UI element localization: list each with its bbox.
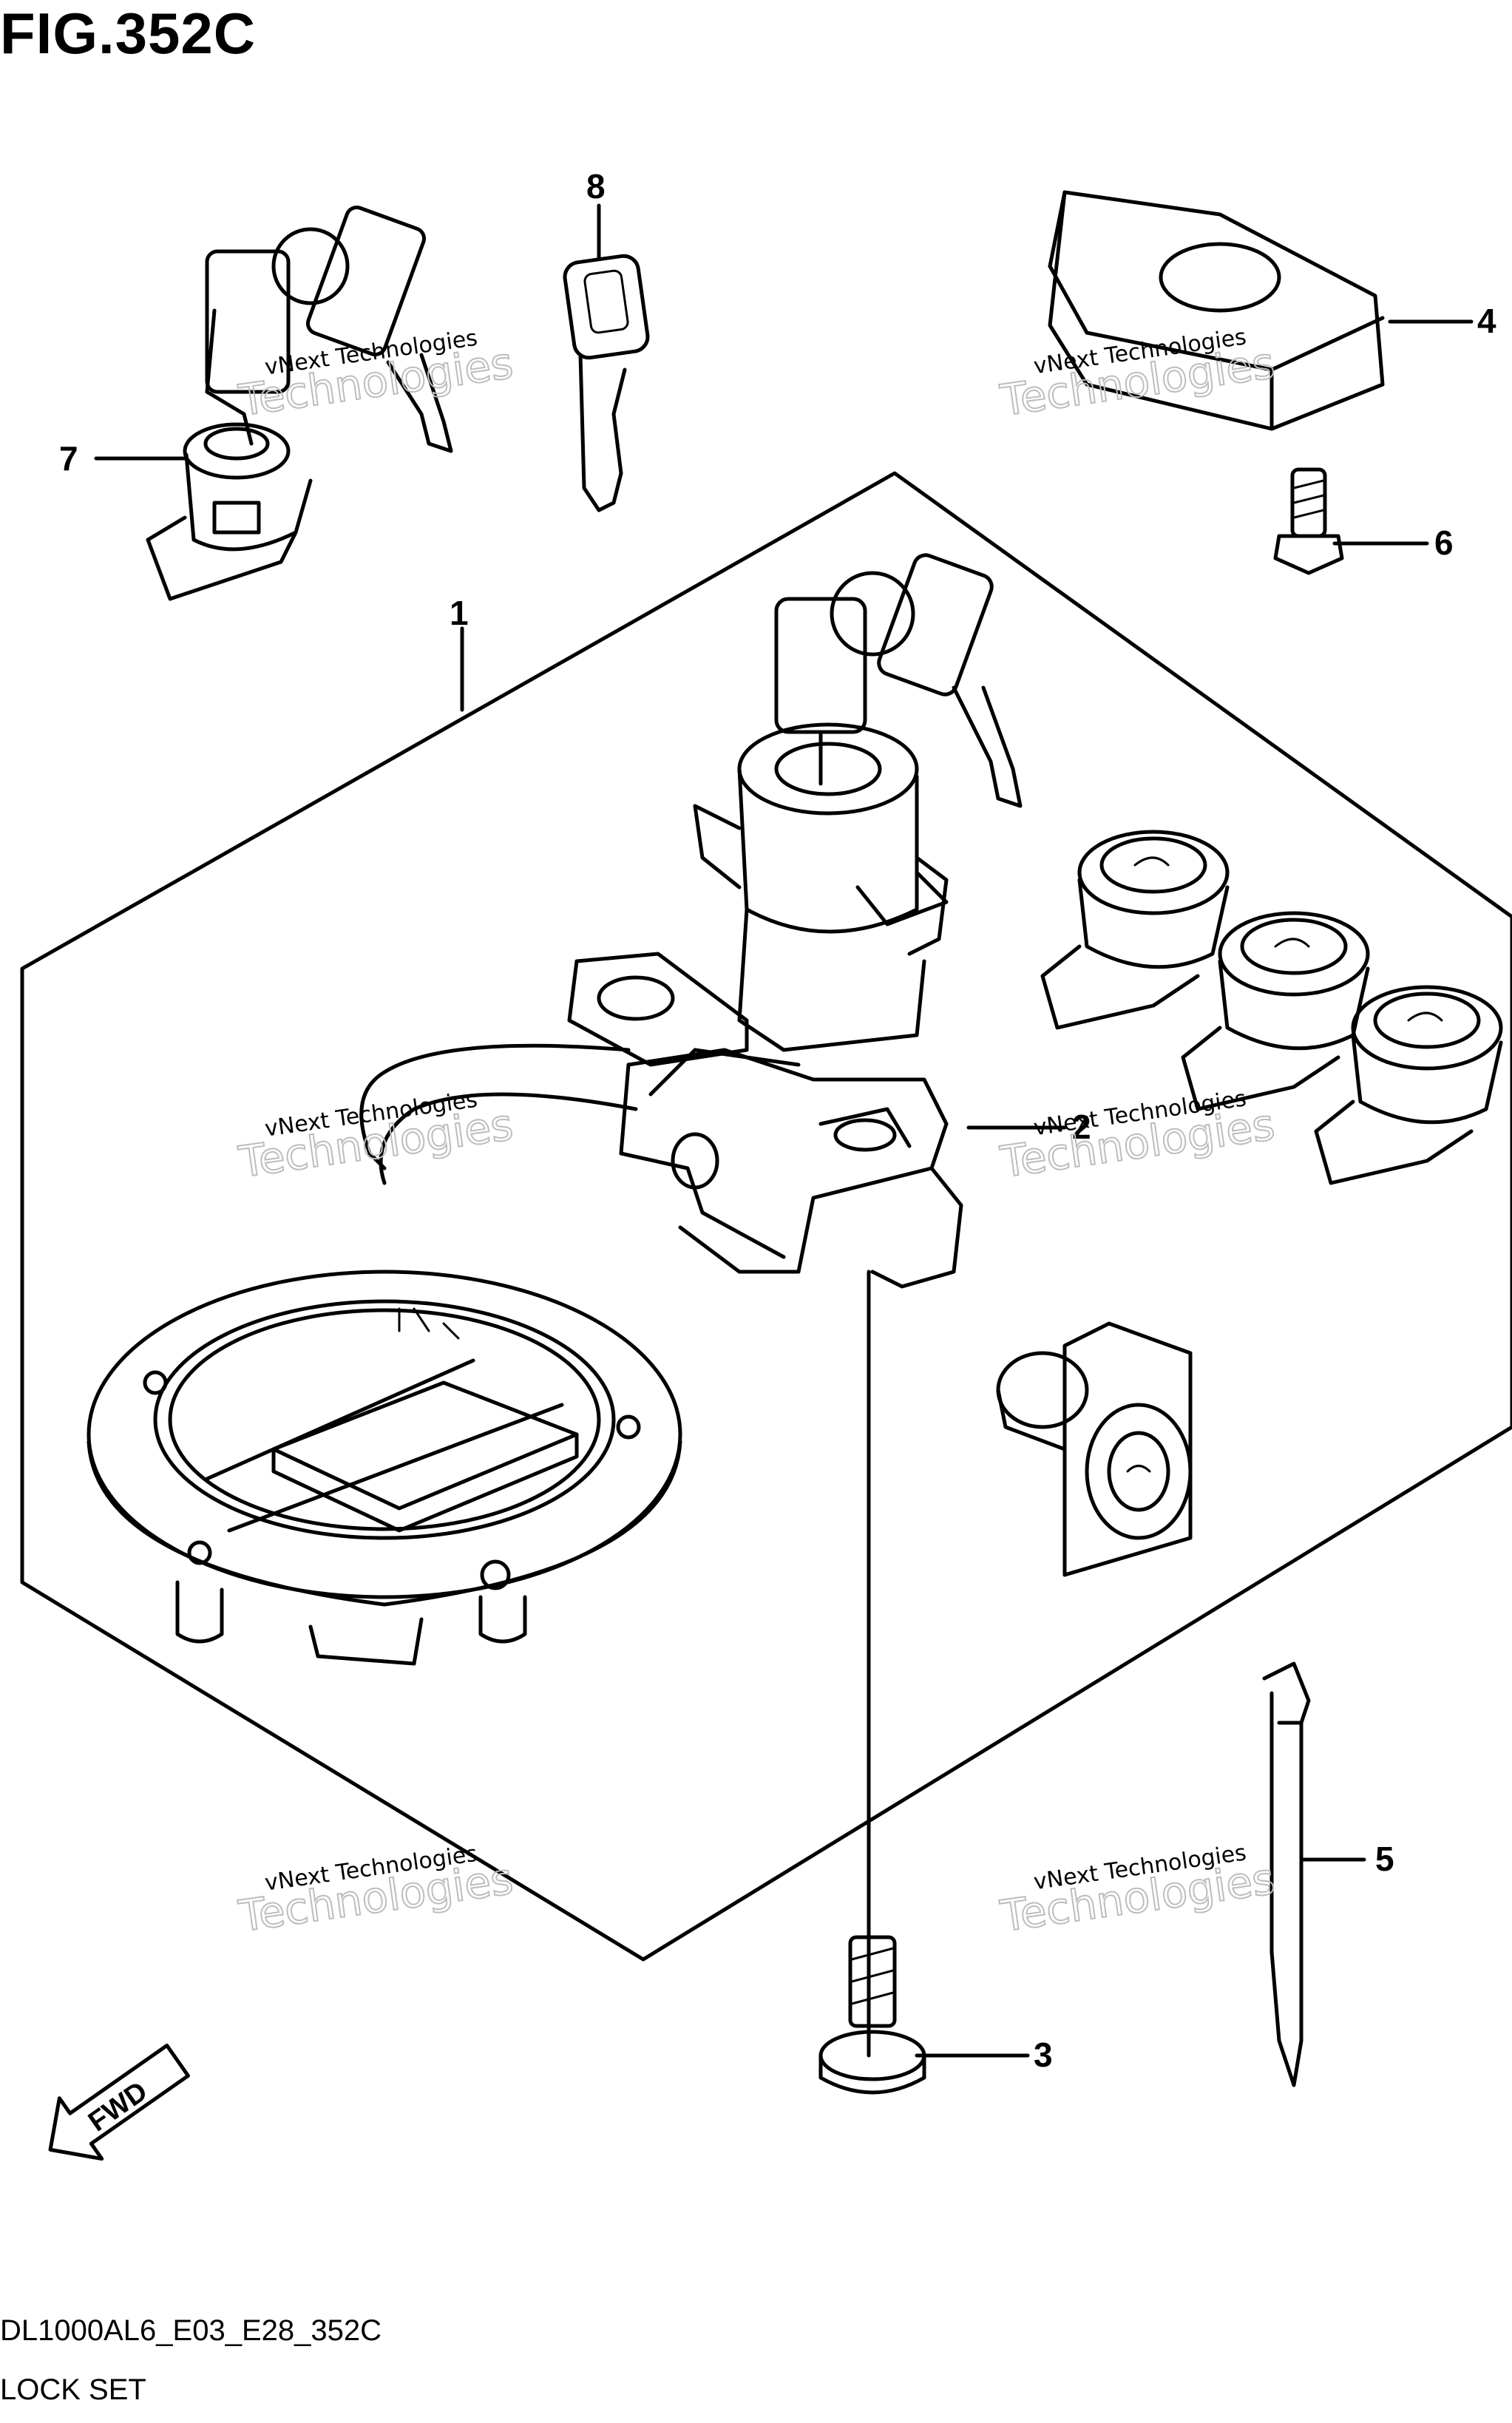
- figure-code: DL1000AL6_E03_E28_352C: [0, 2314, 382, 2347]
- fwd-arrow-icon: FWD: [48, 2043, 190, 2161]
- callout-5: 5: [1375, 1840, 1394, 1878]
- watermark-5: Technologies vNext Technologies: [235, 1841, 517, 1942]
- callout-7: 7: [59, 439, 78, 478]
- callout-3: 3: [1034, 2036, 1053, 2074]
- fuel-tank-cap: [87, 1270, 682, 1666]
- watermark-4: Technologies vNext Technologies: [997, 1085, 1278, 1188]
- part-3-bolt: [818, 1935, 926, 2095]
- seat-lock-cylinder: [996, 1321, 1193, 1577]
- part-6-bolt: [1273, 467, 1344, 575]
- figure-title: FIG.352C: [0, 1, 257, 66]
- watermark-1: Technologies vNext Technologies: [235, 325, 517, 427]
- kit-outline: [20, 471, 1512, 1962]
- leader-lines: [94, 203, 1474, 2058]
- figure-name: LOCK SET: [0, 2373, 146, 2406]
- callout-2: 2: [1072, 1108, 1091, 1146]
- callout-6: 6: [1434, 523, 1454, 562]
- part-8-key: [563, 254, 650, 512]
- lock-cylinder-c: [1314, 985, 1503, 1185]
- callout-8: 8: [586, 167, 606, 206]
- lock-cylinder-b: [1181, 911, 1370, 1111]
- part-7-seat-lock: [146, 206, 453, 601]
- watermark-2: Technologies vNext Technologies: [997, 324, 1278, 427]
- watermark-6: Technologies vNext Technologies: [997, 1840, 1278, 1942]
- lock-cylinder-a: [1040, 830, 1230, 1030]
- callout-4: 4: [1477, 302, 1496, 340]
- part-2-ignition-switch: [359, 553, 1023, 1289]
- callout-1: 1: [450, 594, 469, 632]
- part-4-cover: [1048, 190, 1385, 431]
- part-5-cable-tie: [1262, 1661, 1311, 2087]
- watermark-3: Technologies vNext Technologies: [235, 1087, 517, 1188]
